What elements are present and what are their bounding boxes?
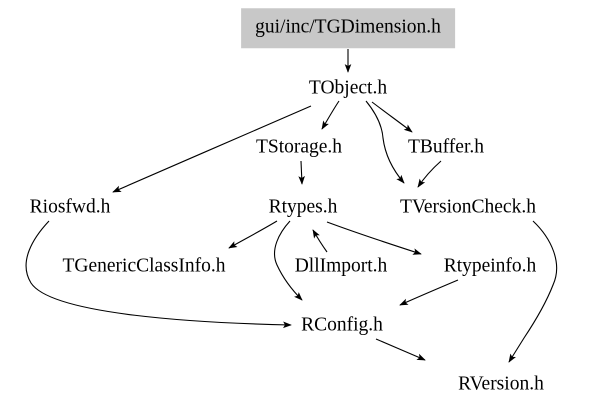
edge-tbuffer-to-tversioncheck [417, 160, 442, 188]
edge-rconfig-to-rversion [375, 338, 426, 361]
node-tobject[interactable]: TObject.h [308, 77, 388, 99]
edge-riosfwd-to-rconfig [25, 220, 292, 329]
edge-rtypes-to-tgenericclassinfo [228, 220, 278, 249]
edge-tobject-to-tversioncheck [365, 100, 405, 184]
node-tversioncheck[interactable]: TVersionCheck.h [400, 196, 536, 218]
node-rtypes[interactable]: Rtypes.h [268, 196, 338, 218]
edge-rtypes-to-rtypeinfo [326, 221, 422, 255]
node-rtypeinfo[interactable]: Rtypeinfo.h [443, 255, 537, 277]
node-tstorage[interactable]: TStorage.h [255, 136, 343, 158]
node-riosfwd[interactable]: Riosfwd.h [29, 196, 111, 218]
edge-rtypeinfo-to-rconfig [399, 279, 459, 306]
node-rconfig[interactable]: RConfig.h [301, 314, 383, 336]
edge-tstorage-to-rtypes [298, 160, 305, 185]
edge-tobject-to-tstorage [321, 100, 340, 130]
edge-tversioncheck-to-rversion [508, 220, 558, 363]
edge-tobject-to-tbuffer [371, 101, 413, 133]
edge-rtypes-to-rconfig [273, 220, 303, 301]
graph-edges [25, 49, 558, 363]
node-dllimport[interactable]: DllImport.h [294, 255, 388, 277]
node-tgenericclassinfo[interactable]: TGenericClassInfo.h [62, 255, 226, 277]
node-root[interactable]: gui/inc/TGDimension.h [241, 8, 455, 48]
node-rversion[interactable]: RVersion.h [458, 373, 544, 395]
node-tbuffer[interactable]: TBuffer.h [407, 136, 485, 158]
edge-tobject-to-riosfwd [112, 105, 312, 193]
edge-dllimport-to-rtypes [312, 229, 328, 253]
